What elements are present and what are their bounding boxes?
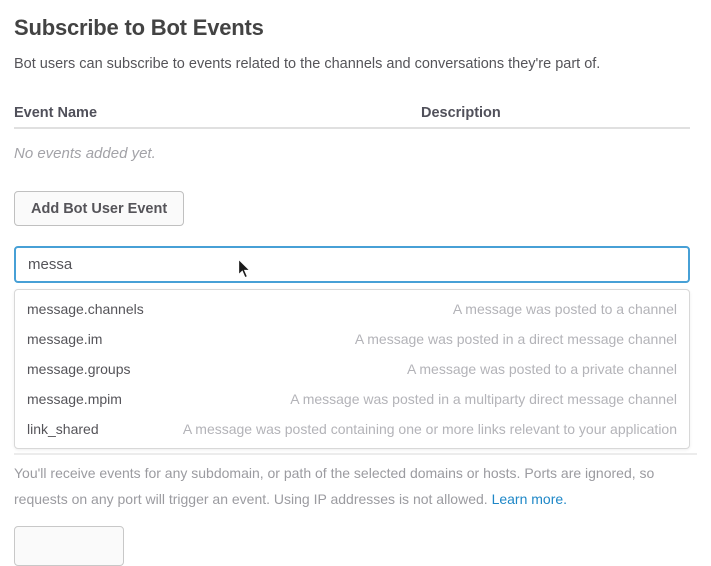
events-footer-note: You'll receive events for any subdomain,… [14,460,694,512]
bottom-cut-off-button[interactable] [14,526,124,566]
learn-more-link[interactable]: Learn more. [491,491,568,507]
events-table-header: Event Name Description [14,105,690,121]
footer-note-text: You'll receive events for any subdomain,… [14,465,655,507]
suggestion-event-description: A message was posted to a channel [452,301,677,317]
suggestion-item-link-shared[interactable]: link_shared A message was posted contain… [15,414,689,444]
suggestion-item-message-groups[interactable]: message.groups A message was posted to a… [15,354,689,384]
suggestion-item-message-channels[interactable]: message.channels A message was posted to… [15,294,689,324]
suggestion-event-description: A message was posted in a multiparty dir… [290,391,677,407]
suggestion-item-message-im[interactable]: message.im A message was posted in a dir… [15,324,689,354]
suggestion-event-name: message.im [27,331,103,347]
section-divider [14,453,697,455]
empty-state-message: No events added yet. [14,145,156,162]
page-title: Subscribe to Bot Events [14,15,264,40]
description-column-header: Description [421,105,501,121]
event-search-input[interactable] [14,246,690,283]
suggestion-item-message-mpim[interactable]: message.mpim A message was posted in a m… [15,384,689,414]
suggestion-event-name: message.mpim [27,391,122,407]
suggestion-event-description: A message was posted in a direct message… [354,331,677,347]
event-name-column-header: Event Name [14,105,98,121]
add-bot-user-event-button[interactable]: Add Bot User Event [14,191,185,226]
suggestion-event-description: A message was posted containing one or m… [182,421,677,437]
page-subtitle: Bot users can subscribe to events relate… [14,56,601,72]
suggestion-event-description: A message was posted to a private channe… [406,361,677,377]
suggestion-event-name: link_shared [27,421,99,437]
event-suggestions-dropdown: message.channels A message was posted to… [14,289,690,449]
suggestion-event-name: message.channels [27,301,144,317]
suggestion-event-name: message.groups [27,361,131,377]
table-header-divider [14,127,690,129]
